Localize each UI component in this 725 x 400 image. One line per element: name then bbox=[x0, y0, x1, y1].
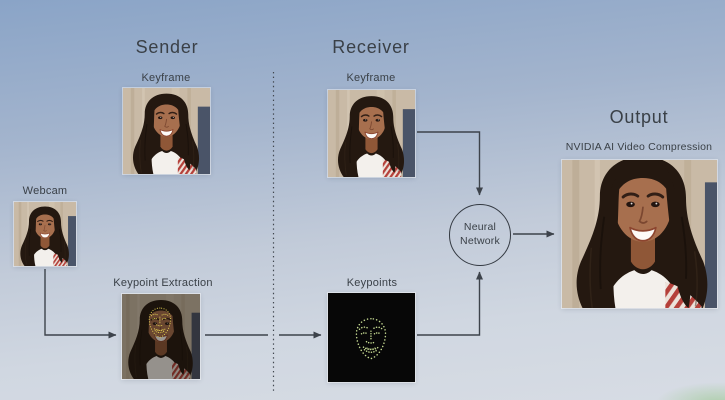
keypoints-image bbox=[328, 293, 415, 382]
woman-portrait-graphic bbox=[328, 90, 415, 177]
watermark-fragment bbox=[655, 382, 725, 400]
woman-portrait-graphic bbox=[123, 88, 210, 174]
keypoint-extraction-image bbox=[122, 294, 200, 379]
neural-network-node: Neural Network bbox=[449, 204, 511, 266]
webcam-image bbox=[14, 202, 76, 266]
arrow-keypoints-to-network bbox=[417, 271, 483, 336]
keypoint-overlay-portrait-graphic bbox=[122, 294, 200, 379]
arrow-keyframe-to-network bbox=[417, 131, 483, 196]
keypoints-dots-graphic bbox=[328, 293, 415, 382]
arrow-webcam-to-extraction bbox=[44, 269, 117, 339]
neural-network-label-line1: Neural bbox=[463, 221, 497, 234]
output-section-title: Output bbox=[609, 107, 669, 127]
webcam-label: Webcam bbox=[22, 185, 68, 197]
keypoint-extraction-label: Keypoint Extraction bbox=[113, 277, 213, 289]
receiver-keyframe-label: Keyframe bbox=[346, 72, 396, 84]
sender-section-title: Sender bbox=[135, 37, 199, 57]
woman-portrait-graphic bbox=[562, 160, 717, 308]
sender-keyframe-label: Keyframe bbox=[141, 72, 191, 84]
receiver-section-title: Receiver bbox=[332, 37, 410, 57]
output-subtitle: NVIDIA AI Video Compression bbox=[565, 141, 713, 153]
receiver-keyframe-image bbox=[328, 90, 415, 177]
sender-keyframe-image bbox=[123, 88, 210, 174]
output-image bbox=[562, 160, 717, 308]
woman-portrait-graphic bbox=[14, 202, 76, 266]
keypoints-label: Keypoints bbox=[346, 277, 398, 289]
neural-network-label-line2: Network bbox=[460, 235, 500, 247]
